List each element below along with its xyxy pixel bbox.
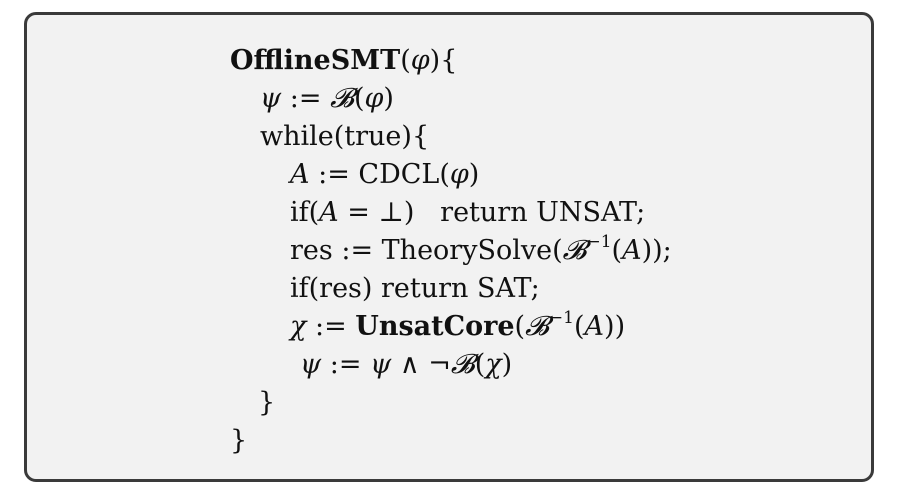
line-psi-update: ψ := ψ ∧ ¬𝓑(χ)	[300, 349, 513, 380]
line-cdcl: A := CDCL(φ)	[290, 159, 480, 190]
line-while: while(true){	[260, 121, 430, 152]
line-psi-init: ψ := 𝓑(φ)	[260, 83, 394, 114]
line-unsat-core: χ := UnsatCore(𝓑−1(A))	[290, 308, 626, 343]
function-close-brace: }	[230, 425, 248, 456]
algorithm-header-line: OfflineSMT(φ){	[230, 45, 458, 76]
while-close-brace: }	[258, 387, 276, 418]
line-theory-solve: res := TheorySolve(𝓑−1(A));	[290, 232, 672, 267]
algorithm-box	[24, 12, 874, 482]
line-if-sat: if(res) return SAT;	[290, 273, 540, 304]
algorithm-name: OfflineSMT	[230, 45, 401, 76]
line-if-unsat: if(A = ⊥) return UNSAT;	[290, 197, 646, 228]
